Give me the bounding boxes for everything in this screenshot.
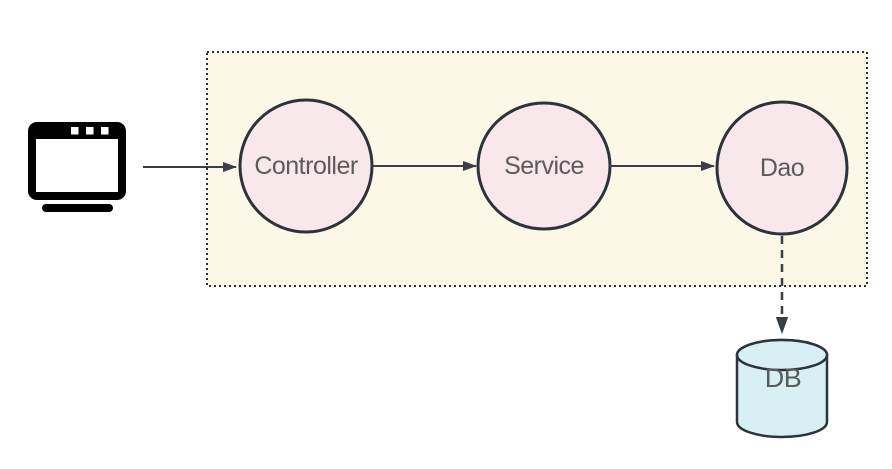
database-cylinder-top <box>735 338 829 372</box>
node-service-label: Service <box>504 152 584 180</box>
database-cylinder[interactable]: DB <box>735 338 829 439</box>
browser-titlebar-square-3 <box>101 127 109 135</box>
node-controller-label: Controller <box>254 152 358 180</box>
browser-window-content <box>36 139 118 192</box>
browser-window-icon[interactable] <box>28 122 126 212</box>
browser-titlebar-square-1 <box>71 127 79 135</box>
browser-window-stand <box>42 204 113 212</box>
node-dao[interactable] <box>715 100 849 236</box>
database-label: DB <box>765 363 802 393</box>
browser-titlebar-square-2 <box>86 127 94 135</box>
node-dao-label: Dao <box>760 154 804 182</box>
